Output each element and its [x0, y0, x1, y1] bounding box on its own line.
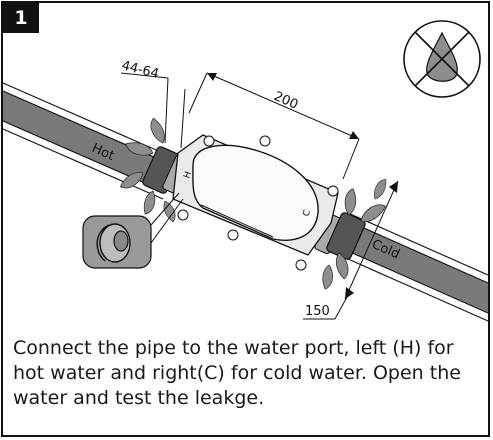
svg-text:150: 150 [305, 304, 330, 319]
no-water-drop-icon [403, 20, 481, 98]
svg-text:H: H [182, 170, 194, 180]
svg-text:44-64: 44-64 [120, 58, 160, 82]
dimension-44-64: 44-64 [120, 58, 186, 149]
sealing-tape-icon [82, 192, 184, 269]
installation-illustration: Hot Cold H C [3, 20, 488, 322]
svg-text:200: 200 [271, 89, 300, 113]
instruction-text: Connect the pipe to the water port, left… [13, 337, 461, 409]
valve-body: H C [172, 134, 339, 271]
cold-pipe [347, 212, 488, 322]
dimension-150: 150 [303, 180, 399, 320]
step-number-badge: 1 [3, 3, 39, 33]
cold-fitting [314, 212, 366, 260]
svg-text:C: C [301, 209, 313, 218]
